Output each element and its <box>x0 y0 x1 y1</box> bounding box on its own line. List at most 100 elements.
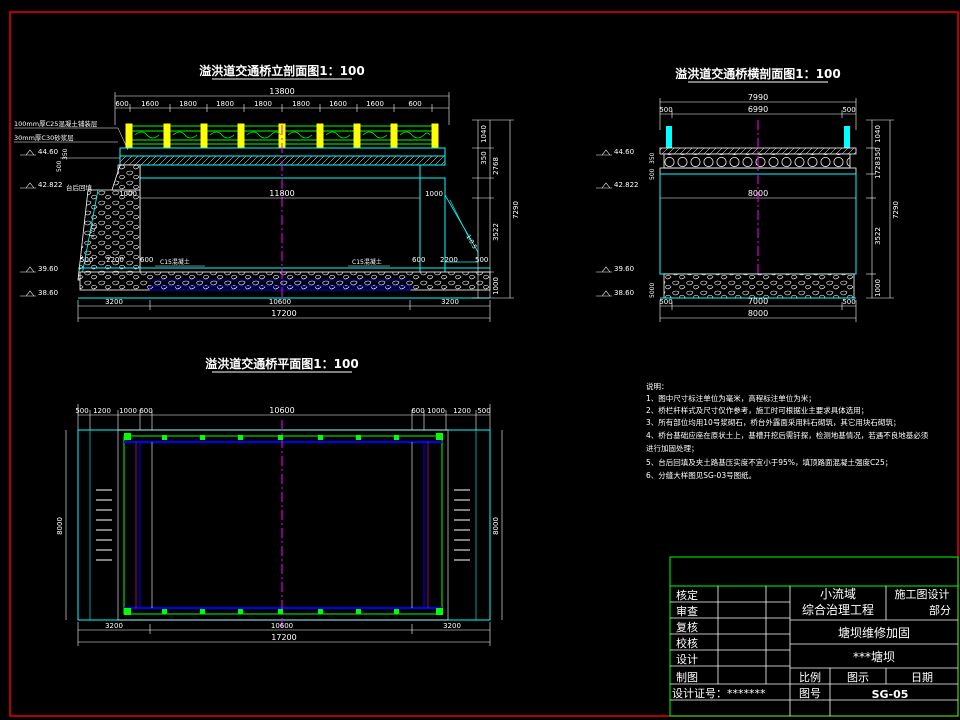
plan-top-dim-5: 10600 <box>269 406 294 415</box>
elev-bottom-mid: 10600 <box>269 298 291 306</box>
tb-row-approve: 核定 <box>676 588 698 602</box>
elev-fill-label: 台后回填 <box>66 183 93 192</box>
elev-layer-label-1: 100mm厚C25混凝土铺装层 <box>14 119 98 128</box>
elev-right-dim-5: 1000 <box>492 277 500 295</box>
elev-right-total: 7290 <box>512 201 520 219</box>
elev-bottom-left: 3200 <box>105 298 123 306</box>
elev-top-dim-9: 600 <box>408 100 421 108</box>
plan-top-dim-7: 1000 <box>427 407 445 415</box>
tb-row-draw: 制图 <box>676 671 698 684</box>
elev-right-dim-2: 350 <box>480 151 488 164</box>
elev-foundation <box>79 271 491 291</box>
note-5: 5、台后回填及夹土路基压实度不宜小于95%，填顶路面混凝土强度C25； <box>646 457 892 467</box>
cs-level-3: 39.60 <box>614 265 634 273</box>
elev-dim-500-right: 500 <box>475 256 488 264</box>
plan-top-dim-3: 1000 <box>119 407 137 415</box>
elevation-title: 溢洪道交通桥立剖面图1：100 <box>199 63 364 78</box>
elev-left-abutment <box>77 189 141 281</box>
plan-top-dim-8: 1200 <box>453 407 471 415</box>
elev-dim-2200-right: 2200 <box>440 256 458 264</box>
cs-hollow-slab <box>663 153 851 169</box>
plan-bottom-mid: 10600 <box>271 622 293 630</box>
cs-right-dim-5: 1000 <box>874 279 882 297</box>
tb-date-label: 日期 <box>911 671 933 684</box>
elev-right-dim-4: 3522 <box>492 223 500 241</box>
note-3: 3、所有部位均用10号浆砌石，桥台外露面采用料石砌筑，其它用块石砌筑； <box>646 417 900 427</box>
cs-post-left <box>666 126 672 148</box>
plan-top-dim-6: 600 <box>411 407 424 415</box>
elev-label-concrete-left: C15混凝土 <box>160 258 190 266</box>
tb-scale-label: 比例 <box>799 670 821 684</box>
cs-bottom-inner: 7000 <box>748 297 768 306</box>
note-6: 6、分缝大样图见SG-03号图纸。 <box>646 470 756 480</box>
cross-section-view: 溢洪道交通桥横剖面图1：100 7990 6990 500 500 8000 <box>596 66 900 322</box>
tb-row-design: 设计 <box>676 653 698 666</box>
elev-dim-600-left: 600 <box>140 256 153 264</box>
elev-level-1: 44.60 <box>38 148 58 156</box>
cs-bottom-500-right: 500 <box>842 298 855 306</box>
notes-block: 说明： 1、图中尺寸标注单位为毫米，高程标注单位为米； 2、桥栏杆样式及尺寸仅作… <box>646 381 929 480</box>
elev-slope-right: 1:0.5 <box>464 234 478 251</box>
elev-level-2: 42.822 <box>38 181 63 189</box>
cs-level-2: 42.822 <box>614 181 639 189</box>
elev-dim-600-right: 600 <box>412 256 425 264</box>
elev-top-dim-7: 1600 <box>329 100 347 108</box>
tb-drawing-name: 塘坝维修加固 <box>838 625 910 640</box>
elev-top-dim-8: 1600 <box>366 100 384 108</box>
elev-side-1000-left: 1000 <box>119 190 137 198</box>
elev-slope-left: 1:0.5 <box>88 222 99 239</box>
elev-top-dim-1: 600 <box>115 100 128 108</box>
elev-top-dim-6: 1800 <box>292 100 310 108</box>
plan-title: 溢洪道交通桥平面图1：100 <box>205 356 358 371</box>
cs-left-small-dim-1: 500 <box>649 168 656 180</box>
note-4: 4、桥台基础应座在原状土上，基槽开挖后需钎探，检测地基情况，若遇不良地基必须 <box>646 430 929 440</box>
cs-left-bottom-dim: 5000 <box>649 283 656 298</box>
tb-figure-label: 图示 <box>847 671 869 684</box>
elev-dim-500-left: 500 <box>80 256 93 264</box>
plan-bottom-left: 3200 <box>105 622 123 630</box>
cs-right-dim-4: 3522 <box>874 227 882 245</box>
cross-section-title: 溢洪道交通桥横剖面图1：100 <box>675 66 840 81</box>
tb-dept: 部分 <box>929 603 951 617</box>
tb-project-line1: 小流域 <box>820 587 856 601</box>
plan-top-dim-4: 600 <box>139 407 152 415</box>
elev-layer-label-2: 30mm厚C30砂浆层 <box>14 133 74 142</box>
note-1: 1、图中尺寸标注单位为毫米，高程标注单位为米； <box>646 393 816 403</box>
plan-side-dim-right: 8000 <box>492 517 500 535</box>
cs-right-dim-3: 1728 <box>874 161 882 179</box>
tb-stage: 施工图设计 <box>895 588 950 601</box>
elev-right-dim-3: 2768 <box>492 157 500 175</box>
tb-cert: 设计证号：******* <box>672 687 766 700</box>
notes-heading: 说明： <box>646 381 669 391</box>
plan-side-dim-left: 8000 <box>56 517 64 535</box>
plan-top-dim-9: 500 <box>477 407 490 415</box>
cs-level-4: 38.60 <box>614 289 634 297</box>
elev-left-small-dim-1: 500 <box>56 160 63 172</box>
elev-total-top-dim: 13800 <box>269 87 294 96</box>
elev-top-dim-3: 1800 <box>179 100 197 108</box>
elev-side-1000-right: 1000 <box>425 190 443 198</box>
elevation-view: 溢洪道交通桥立剖面图1：100 13800 600 1600 1800 1800… <box>14 63 520 322</box>
elev-label-concrete-right: C15混凝土 <box>352 258 382 266</box>
elev-span-dim: 11800 <box>269 189 294 198</box>
cs-left-small-dim-2: 350 <box>649 152 656 164</box>
title-block: 核定 审查 复核 校核 设计 制图 设计证号：******* 小流域 综合治理工… <box>669 556 959 717</box>
cs-inner-dim: 6990 <box>748 105 768 114</box>
elev-level-3: 39.60 <box>38 265 58 273</box>
tb-row-review: 审查 <box>676 604 698 618</box>
cs-right-dim-2: 350 <box>874 147 882 160</box>
cs-dim-500-left: 500 <box>659 106 672 114</box>
elev-bottom-total: 17200 <box>271 309 296 318</box>
elev-bottom-right: 3200 <box>441 298 459 306</box>
note-4-cont: 进行加固处理； <box>646 443 699 453</box>
plan-total: 17200 <box>271 633 296 642</box>
cs-dim-500-right: 500 <box>842 106 855 114</box>
elev-dim-2200-left: 2200 <box>106 256 124 264</box>
drawing-frame <box>9 11 959 717</box>
plan-view: 溢洪道交通桥平面图1：100 500 1200 1000 600 10600 6… <box>56 356 503 646</box>
cs-post-right <box>844 126 850 148</box>
plan-top-dim-2: 1200 <box>93 407 111 415</box>
tb-row-recheck: 复核 <box>676 620 698 634</box>
cs-bottom-total: 8000 <box>748 309 768 318</box>
